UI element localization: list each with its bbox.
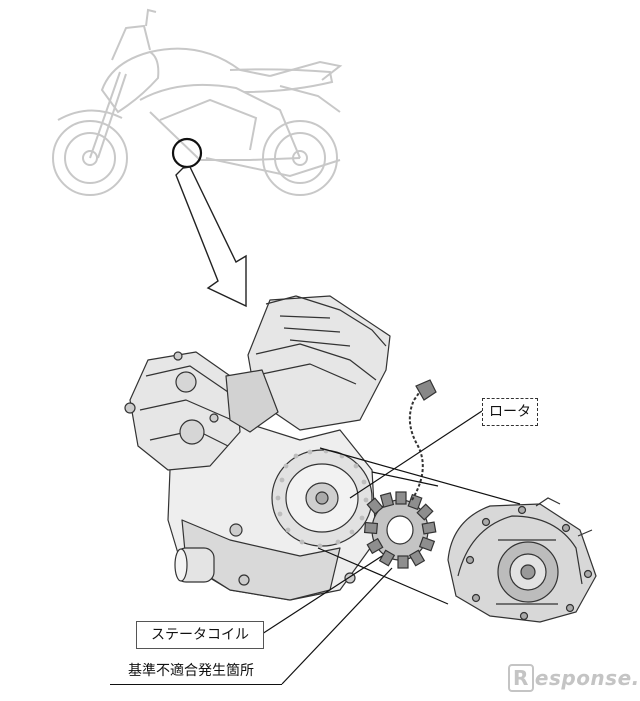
motorcycle-illustration [52,8,343,196]
stator-coil-label-text: ステータコイル [151,627,249,643]
watermark-initial: R [508,664,534,692]
generator-cover-illustration [447,497,597,623]
stator-coil-label: ステータコイル [136,621,264,649]
location-highlight-circle [171,137,203,169]
defect-location-underline [110,684,282,685]
zoom-arrow [175,166,247,308]
callout-leaders [261,410,483,685]
rotor-label-text: ロータ [489,404,531,420]
watermark-text: esponse. [534,666,640,690]
rotor-label: ロータ [482,398,538,426]
defect-location-label: 基準不適合発生箇所 [128,663,254,679]
stator-coil-illustration [363,379,437,569]
engine-illustration [124,295,391,601]
exploded-view-lines [317,447,521,605]
